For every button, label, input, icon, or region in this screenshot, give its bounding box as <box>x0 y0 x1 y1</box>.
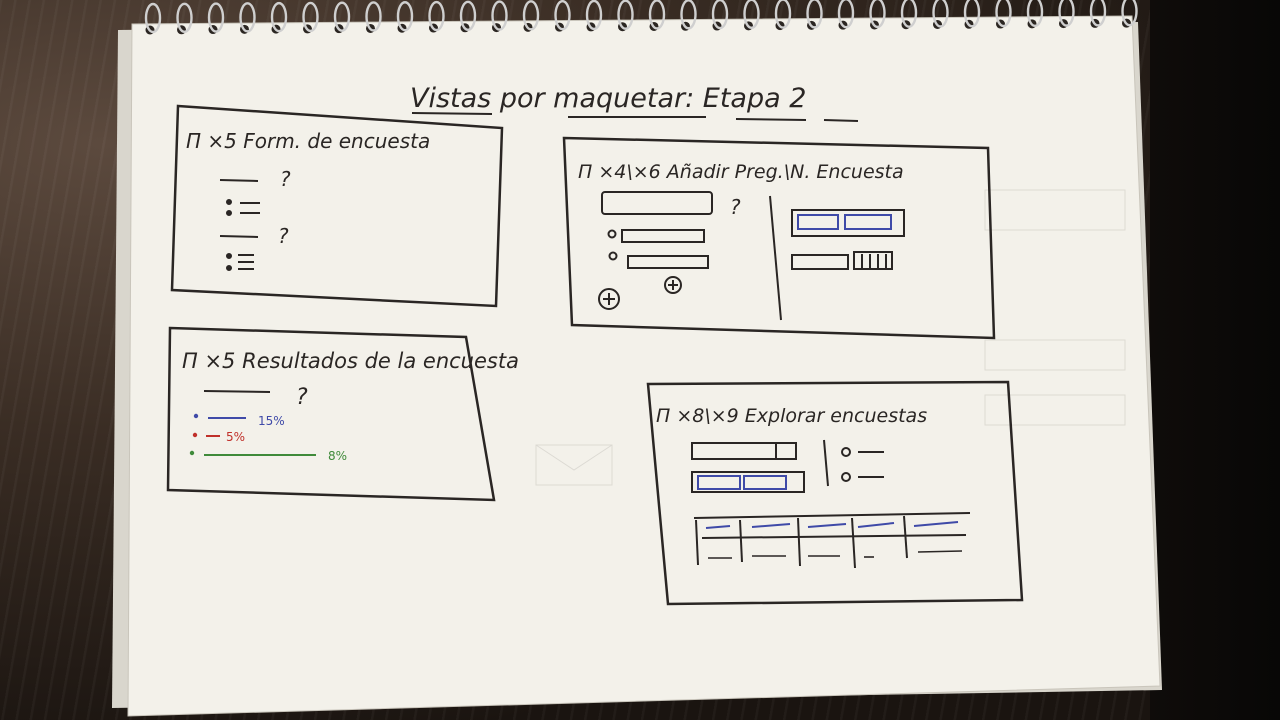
page-title: Vistas por maquetar: Etapa 2 <box>410 83 806 114</box>
spiral-ring <box>396 1 414 32</box>
wireframe-add-question: П ×4\×6 Añadir Preg.\N. Encuesta ? <box>562 136 996 340</box>
spiral-ring <box>239 2 256 33</box>
spiral-ring <box>932 0 949 28</box>
spiral-ring <box>144 2 162 34</box>
spiral-ring <box>1089 0 1107 27</box>
box1-title: П ×5 Form. de encuesta <box>186 129 430 153</box>
spiral-ring <box>680 0 697 30</box>
spiral-ring <box>522 0 540 31</box>
title-underlines <box>411 112 859 122</box>
spiral-ring <box>1026 0 1044 28</box>
box3-question-mark: ? <box>296 385 308 410</box>
box1-question-1: ? <box>280 167 291 191</box>
spiral-ring <box>585 0 603 31</box>
notebook-page <box>128 16 1160 716</box>
wireframe-explore-surveys: П ×8\×9 Explorar encuestas <box>646 380 1024 606</box>
spiral-ring <box>837 0 855 29</box>
wireframe-survey-form: П ×5 Form. de encuesta ? ? <box>170 104 504 308</box>
wireframe-survey-results: П ×5 Resultados de la encuesta ? 15% 5% … <box>166 326 519 502</box>
spiral-ring <box>491 0 508 31</box>
spiral-ring <box>270 1 288 33</box>
spiral-ring <box>1058 0 1075 27</box>
result-2-percent: 5% <box>226 430 245 444</box>
spiral-ring <box>176 2 193 33</box>
box4-title: П ×8\×9 Explorar encuestas <box>656 405 927 427</box>
box2-question-mark: ? <box>730 195 741 219</box>
spiral-ring <box>774 0 792 29</box>
spiral-ring <box>869 0 886 29</box>
spiral-ring <box>1121 0 1138 27</box>
result-3-percent: 8% <box>328 449 347 463</box>
spiral-ring <box>365 1 382 32</box>
box1-question-2: ? <box>278 224 289 248</box>
box3-title: П ×5 Resultados de la encuesta <box>182 349 519 373</box>
spiral-ring <box>207 2 225 33</box>
spiral-ring <box>995 0 1012 28</box>
spiral-ring <box>743 0 760 30</box>
spiral-ring <box>428 0 445 32</box>
spiral-ring <box>333 1 351 32</box>
spiral-binding <box>144 0 1138 35</box>
spiral-ring <box>648 0 666 30</box>
spiral-ring <box>963 0 981 28</box>
show-through-marks <box>535 189 1126 486</box>
spiral-ring <box>554 0 571 31</box>
spiral-ring <box>806 0 823 29</box>
box2-title: П ×4\×6 Añadir Preg.\N. Encuesta <box>578 161 904 183</box>
dark-background <box>1150 0 1280 720</box>
spiral-ring <box>459 0 477 32</box>
spiral-ring <box>617 0 634 30</box>
spiral-ring <box>302 1 319 33</box>
result-1-percent: 15% <box>258 414 285 428</box>
